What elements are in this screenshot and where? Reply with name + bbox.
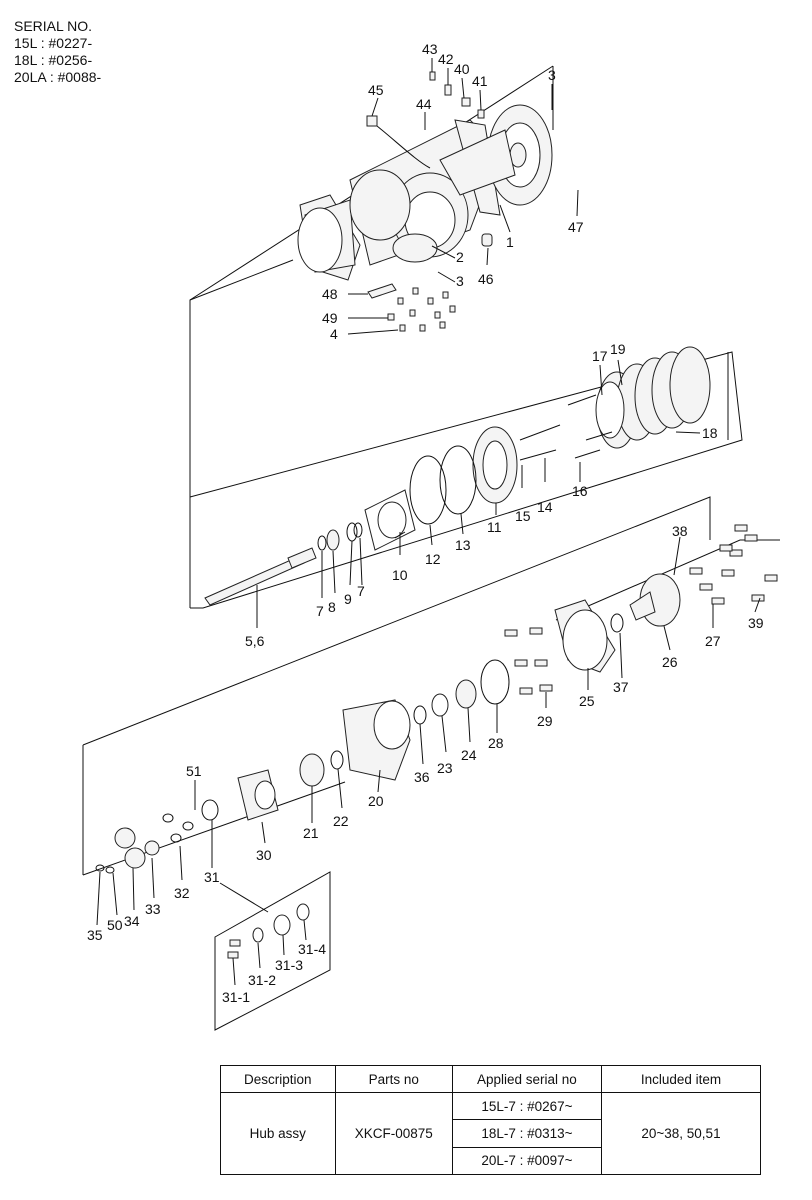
header-applied-serial: Applied serial no (451, 1065, 602, 1093)
callout-label: 31 (204, 869, 220, 885)
table-row: Hub assy XKCF-00875 15L-7 : #0267~ 20~38… (220, 1091, 762, 1175)
serial-heading: SERIAL NO. (14, 18, 93, 34)
callout-label: 48 (322, 286, 338, 302)
callout-label: 24 (461, 747, 477, 763)
callout-label: 28 (488, 735, 504, 751)
callout-label: 31-4 (298, 941, 326, 957)
cell-included-item: 20~38, 50,51 (600, 1092, 762, 1175)
cell-description: Hub assy (220, 1092, 336, 1175)
callout-label: 47 (568, 219, 584, 235)
callout-labels: 43 42 40 41 3 45 44 2 3 1 47 46 48 49 4 … (87, 41, 764, 1005)
callout-label: 19 (610, 341, 626, 357)
callout-label: 37 (613, 679, 629, 695)
callout-label: 4 (330, 326, 338, 342)
callout-label: 38 (672, 523, 688, 539)
callout-label: 49 (322, 310, 338, 326)
parts-table: Description Parts no Applied serial no I… (220, 1065, 762, 1176)
callout-label: 25 (579, 693, 595, 709)
serial-line-18l: 18L : #0256- (14, 52, 93, 68)
callout-label: 30 (256, 847, 272, 863)
hub-assembly (95, 524, 778, 959)
callout-label: 51 (186, 763, 202, 779)
callout-label: 44 (416, 96, 432, 112)
header-description: Description (220, 1065, 336, 1093)
callout-label: 31-1 (222, 989, 250, 1005)
serial-line-15l: 15L : #0227- (14, 35, 93, 51)
callout-label: 2 (456, 249, 464, 265)
callout-label: 13 (455, 537, 471, 553)
cell-serial-15l: 15L-7 : #0267~ (451, 1091, 602, 1121)
callout-label: 16 (572, 483, 588, 499)
callout-label: 15 (515, 508, 531, 524)
callout-label: 1 (506, 234, 514, 250)
callout-label: 3 (548, 67, 556, 83)
callout-label: 21 (303, 825, 319, 841)
callout-label: 17 (592, 348, 608, 364)
callout-label: 45 (368, 82, 384, 98)
callout-label: 33 (145, 901, 161, 917)
callout-label: 32 (174, 885, 190, 901)
callout-label: 18 (702, 425, 718, 441)
callout-label: 43 (422, 41, 438, 57)
serial-line-20la: 20LA : #0088- (14, 69, 102, 85)
callout-label: 46 (478, 271, 494, 287)
callout-label: 27 (705, 633, 721, 649)
callout-label: 7 (316, 603, 324, 619)
callout-label: 12 (425, 551, 441, 567)
callout-label: 9 (344, 591, 352, 607)
callout-label: 29 (537, 713, 553, 729)
leader-lines (96, 58, 761, 986)
cell-serial-18l: 18L-7 : #0313~ (451, 1119, 602, 1148)
header-included-item: Included item (600, 1065, 762, 1093)
table-row: 20L-7 : #0097~ (221, 1146, 761, 1176)
callout-label: 26 (662, 654, 678, 670)
callout-label: 11 (487, 519, 502, 535)
callout-label: 8 (328, 599, 336, 615)
cell-parts-no: XKCF-00875 (334, 1092, 453, 1175)
callout-label: 3 (456, 273, 464, 289)
callout-label: 5,6 (245, 633, 265, 649)
callout-label: 20 (368, 793, 384, 809)
callout-label: 31-3 (275, 957, 303, 973)
axle-housing-assembly (297, 71, 553, 332)
callout-label: 14 (537, 499, 553, 515)
cell-serial-20l: 20L-7 : #0097~ (451, 1146, 602, 1176)
callout-label: 10 (392, 567, 408, 583)
callout-label: 39 (748, 615, 764, 631)
callout-label: 7 (357, 583, 365, 599)
callout-label: 35 (87, 927, 103, 943)
table-header-row: Description Parts no Applied serial no I… (220, 1065, 762, 1093)
header-parts-no: Parts no (334, 1065, 453, 1093)
callout-label: 23 (437, 760, 453, 776)
callout-label: 34 (124, 913, 140, 929)
callout-label: 41 (472, 73, 488, 89)
callout-label: 40 (454, 61, 470, 77)
brake-assembly (204, 346, 711, 606)
callout-label: 42 (438, 51, 454, 67)
callout-label: 36 (414, 769, 430, 785)
callout-label: 22 (333, 813, 349, 829)
callout-label: 31-2 (248, 972, 276, 988)
serial-number-block: SERIAL NO. 15L : #0227- 18L : #0256- 20L… (14, 18, 101, 86)
callout-label: 50 (107, 917, 123, 933)
